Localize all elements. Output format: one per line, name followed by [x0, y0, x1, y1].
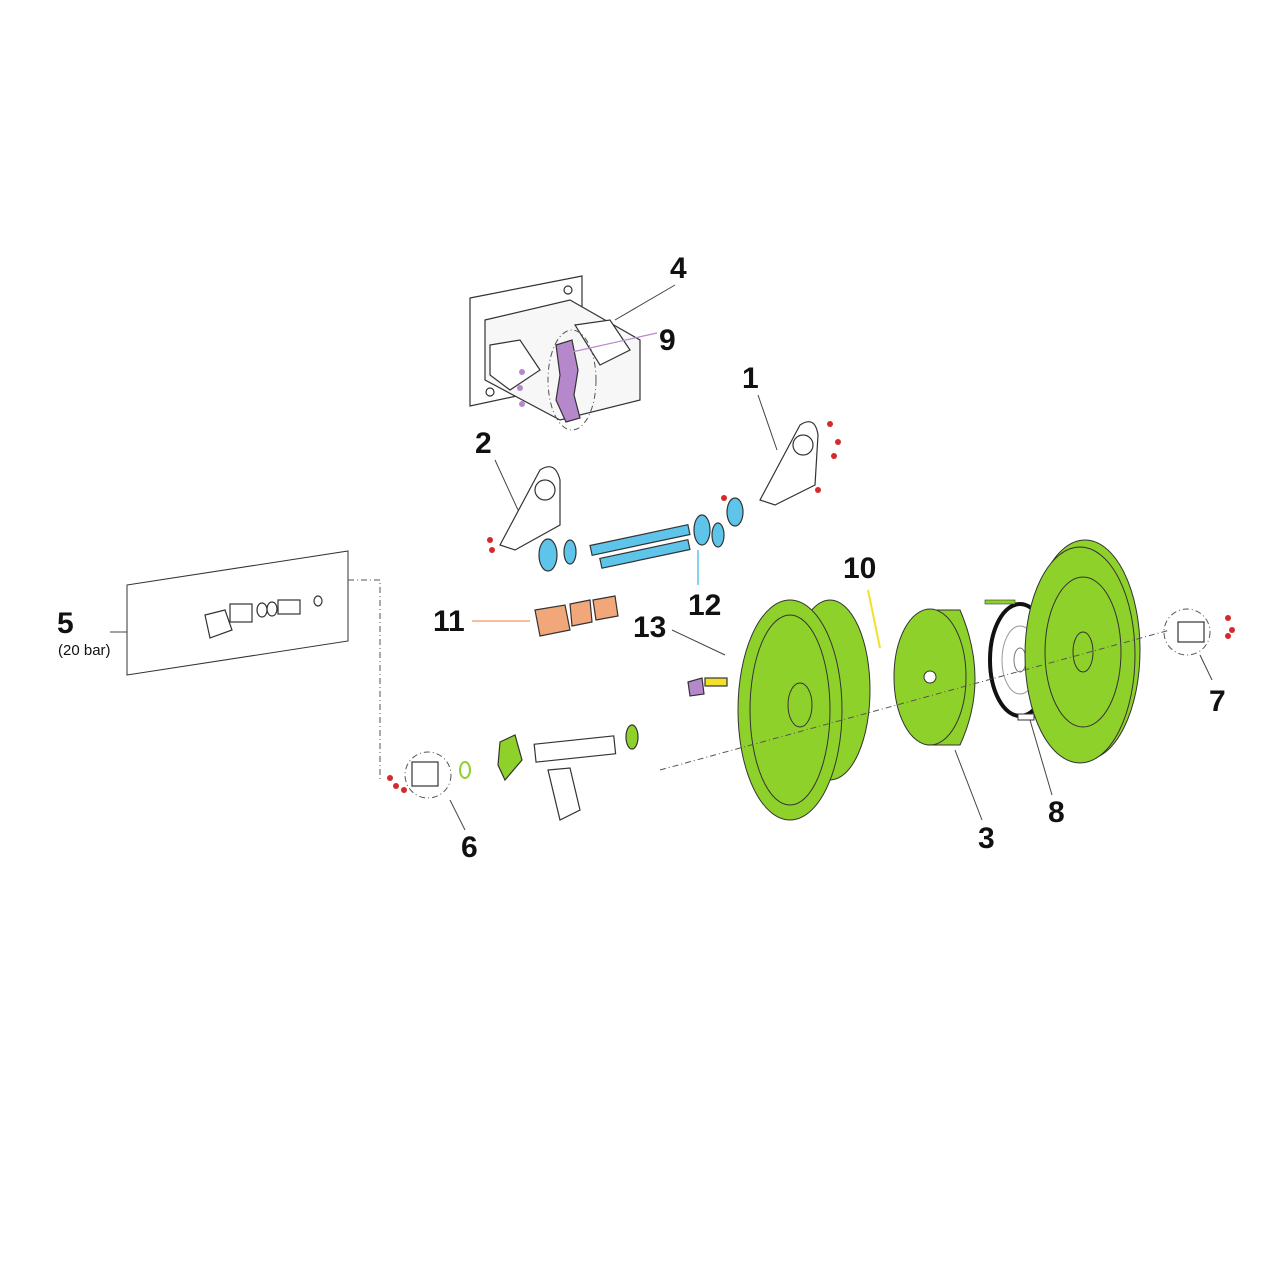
callout-5: 5: [57, 607, 74, 640]
callout-4: 4: [670, 252, 687, 285]
side-cover: [1024, 539, 1141, 764]
red-screws: [387, 421, 1235, 793]
inlet-fitting: [204, 595, 323, 639]
main-axle: [533, 735, 617, 821]
callout-12: 12: [688, 589, 721, 622]
callout-13: 13: [633, 611, 666, 644]
purple-block: [687, 677, 705, 697]
side-plate-part-1: [759, 421, 819, 506]
yellow-pin: [704, 677, 728, 687]
green-bracket: [497, 734, 523, 782]
callout-9: 9: [659, 324, 676, 357]
green-rod: [984, 599, 1016, 605]
callout-8: 8: [1048, 796, 1065, 829]
gear-part-9: [555, 339, 581, 423]
callout-10: 10: [843, 552, 876, 585]
shaft-assembly-part-12: [538, 497, 744, 572]
callout-7: 7: [1209, 685, 1226, 718]
o-ring: [459, 761, 471, 779]
callout-2: 2: [475, 427, 492, 460]
side-plate-part-2: [499, 466, 561, 551]
callout-6: 6: [461, 831, 478, 864]
purple-screws: [517, 369, 525, 407]
callout-5-note: (20 bar): [58, 642, 111, 659]
clamp-part-11: [534, 595, 619, 637]
wall-bracket-part-4: [469, 275, 641, 421]
callout-3: 3: [978, 822, 995, 855]
callout-1: 1: [742, 362, 759, 395]
callout-11: 11: [433, 605, 465, 638]
drum-part-3: [737, 599, 976, 821]
callout-leaders: [110, 284, 1213, 831]
green-flange: [625, 724, 639, 750]
